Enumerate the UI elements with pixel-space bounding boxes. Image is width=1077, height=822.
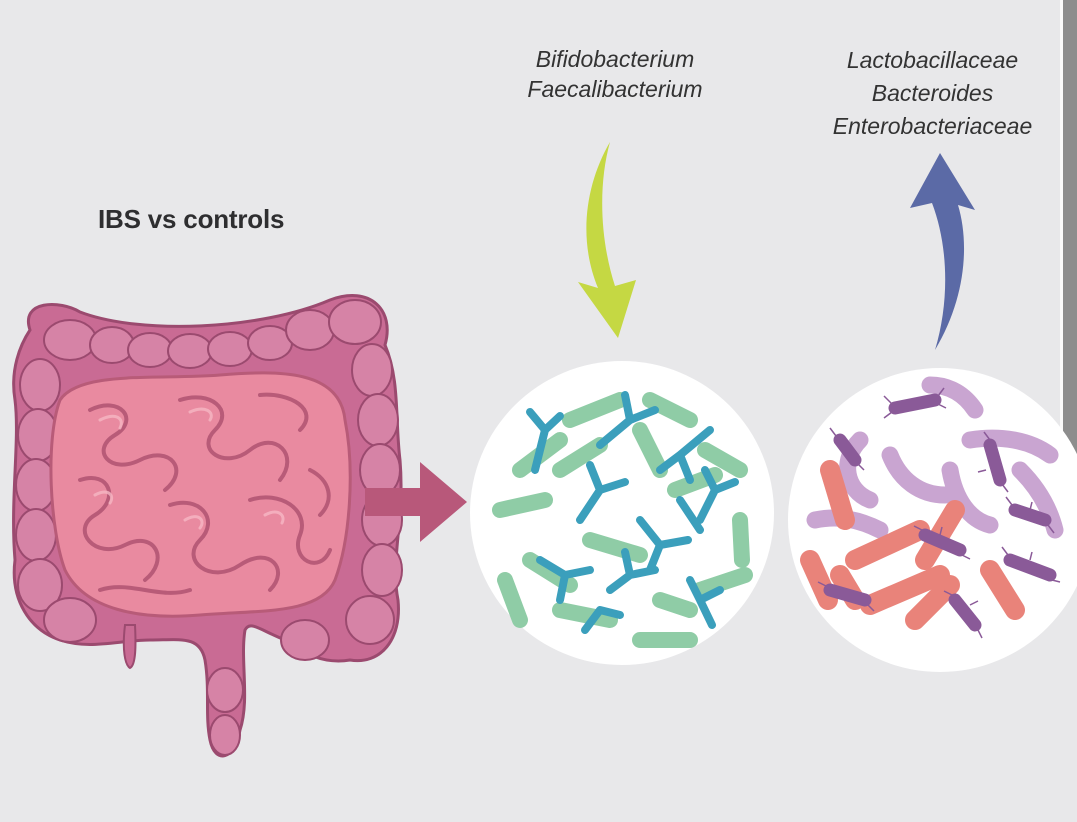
down-curved-arrow-icon — [578, 142, 636, 338]
right-arrow-icon — [365, 462, 467, 542]
control-microbiota-circle — [470, 361, 774, 665]
increased-taxon: Lactobacillaceae — [846, 47, 1019, 73]
up-curved-arrow-icon — [910, 153, 975, 350]
intestine-icon — [12, 294, 403, 758]
decreased-taxon: Bifidobacterium — [535, 46, 695, 72]
increased-taxa-list: Lactobacillaceae Bacteroides Enterobacte… — [800, 44, 1065, 143]
increased-taxon: Bacteroides — [871, 80, 994, 106]
increased-taxon: Enterobacteriaceae — [832, 113, 1033, 139]
decreased-taxa-list: Bifidobacterium Faecalibacterium — [495, 44, 735, 104]
ibs-microbiota-circle — [788, 368, 1077, 672]
scrollbar-edge[interactable] — [1063, 0, 1077, 470]
edge-highlight — [1060, 0, 1063, 470]
small-intestine — [49, 371, 352, 618]
decreased-taxon: Faecalibacterium — [527, 76, 703, 102]
page-title: IBS vs controls — [98, 204, 285, 234]
